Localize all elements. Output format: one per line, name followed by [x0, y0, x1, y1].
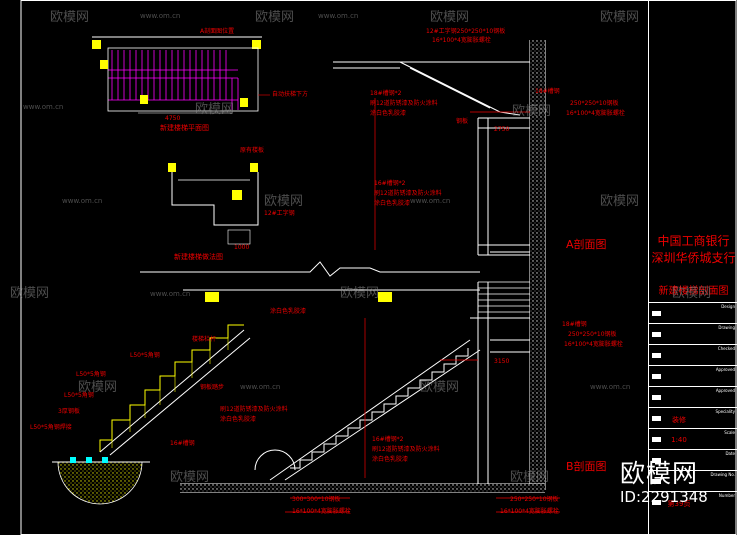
detail-note-2: 12#工字钢	[264, 210, 295, 217]
left-note-10: L50*5角钢焊接	[30, 424, 72, 431]
a-dim-1: 2750	[494, 126, 510, 133]
b-note-5: 刷12道防锈漆及防火涂料	[372, 446, 440, 453]
b-bottom-2: 16*100*4宽膨胀螺栓	[292, 508, 351, 515]
title-row-date: Date	[649, 449, 737, 470]
b-note-1: 18#槽钢	[562, 321, 587, 328]
watermark: 欧模网	[430, 10, 470, 25]
watermark: 欧模网	[340, 286, 380, 301]
section-b	[180, 281, 545, 493]
project-name-line1: 中国工商银行	[657, 234, 730, 248]
title-row-approved: Approved	[649, 365, 737, 386]
watermark: 欧模网	[78, 380, 118, 395]
watermark: 欧模网	[170, 470, 210, 485]
brand-watermark-id: ID:2291348	[620, 488, 708, 506]
brand-watermark: 欧模网 ID:2291348	[620, 459, 737, 507]
left-note-4: L50*5角钢	[64, 392, 94, 399]
title-row-drawing: Drawing	[649, 323, 737, 344]
a-right-3: 16*100*4宽膨胀螺栓	[566, 110, 625, 117]
detail-view	[168, 163, 259, 245]
drawing-frame	[20, 0, 737, 535]
b-dim: 3150	[494, 358, 510, 365]
watermark: 欧模网	[10, 286, 50, 301]
b-bottom-1: 300*300*10钢板	[292, 496, 341, 503]
left-note-3: L50*5角钢	[76, 371, 106, 378]
watermark: 欧模网	[195, 102, 235, 117]
a-note-8: 刷12道防锈漆及防火涂料	[374, 190, 442, 197]
a-right-1: 18#槽钢	[535, 88, 560, 95]
brand-watermark-name: 欧模网	[620, 459, 699, 488]
plan-note-top: A剖面图位置	[200, 28, 235, 35]
left-note-9: 3厚钢板	[58, 408, 80, 415]
watermark-url: www.om.cn	[240, 383, 281, 391]
a-note-5: 涂白色乳胶漆	[370, 110, 407, 117]
left-note-1: 楼梯栏杆	[192, 336, 217, 343]
watermark-url: www.om.cn	[23, 103, 64, 111]
left-note-5: 钢板踏步	[200, 384, 225, 391]
watermark: 欧模网	[672, 286, 712, 301]
plan-note-right: 自动扶梯下方	[272, 91, 309, 98]
plan-view	[92, 36, 270, 114]
detail-dim: 1000	[234, 244, 250, 251]
floor-hatch	[180, 484, 545, 492]
break-line	[140, 261, 480, 302]
watermark-url: www.om.cn	[410, 197, 451, 205]
watermark: 欧模网	[264, 194, 304, 209]
left-note-6: 刷12道防锈漆及防火涂料	[220, 406, 288, 413]
watermark-url: www.om.cn	[140, 12, 181, 20]
title-row-checked: Checked	[649, 344, 737, 365]
drawing-name: 新建楼梯剖面图	[658, 286, 729, 297]
watermark: 欧模网	[420, 380, 460, 395]
watermark-url: www.om.cn	[590, 383, 631, 391]
watermark: 欧模网	[512, 104, 552, 119]
title-row-design: Design	[649, 302, 737, 323]
title-row-drawing-no: Drawing No.	[649, 470, 737, 491]
title-row-approved-2: Approved	[649, 386, 737, 407]
watermark-url: www.om.cn	[150, 290, 191, 298]
plan-title: 新建楼梯平面图	[160, 124, 209, 132]
detail-note-1: 原有楼板	[240, 147, 265, 154]
dimension-lines	[285, 98, 560, 513]
section-b-title: B剖面图	[566, 460, 607, 473]
b-bottom-3: 250*250*10钢板	[510, 496, 559, 503]
left-stair	[52, 324, 251, 505]
a-right-2: 250*250*10钢板	[570, 100, 619, 107]
watermark-url: www.om.cn	[318, 12, 359, 20]
plan-dim: 4750	[165, 115, 181, 122]
b-bottom-4: 16*100*4宽膨胀螺栓	[500, 508, 559, 515]
a-note-7: 16#槽钢*2	[374, 180, 406, 187]
watermark: 欧模网	[600, 10, 640, 25]
a-note-6: 钢板	[456, 118, 469, 125]
a-note-4: 刷12道防锈漆及防火涂料	[370, 100, 438, 107]
project-name-line2: 深圳华侨城支行	[651, 251, 736, 265]
left-note-8: 16#槽钢	[170, 440, 195, 447]
title-block: 中国工商银行 深圳华侨城支行 新建楼梯剖面图 Design Drawing Ch…	[648, 0, 737, 535]
mid-note: 涂白色乳胶漆	[270, 308, 307, 315]
watermark: 欧模网	[255, 10, 295, 25]
watermark: 欧模网	[510, 470, 550, 485]
a-note-2: 16*100*4宽膨胀螺栓	[432, 37, 491, 44]
watermark: 欧模网	[600, 194, 640, 209]
section-a-title: A剖面图	[566, 238, 607, 251]
b-note-3: 16*100*4宽膨胀螺栓	[564, 341, 623, 348]
a-note-1: 12#工字钢250*250*10钢板	[426, 28, 506, 35]
b-note-6: 涂白色乳胶漆	[372, 456, 409, 463]
a-note-9: 涂白色乳胶漆	[374, 200, 411, 207]
detail-title: 新建楼梯做法图	[174, 253, 223, 261]
b-note-4: 16#槽钢*2	[372, 436, 404, 443]
left-note-2: L50*5角钢	[130, 352, 160, 359]
watermark-url: www.om.cn	[62, 197, 103, 205]
a-note-3: 18#槽钢*2	[370, 90, 402, 97]
b-note-2: 250*250*10钢板	[568, 331, 617, 338]
wall-hatch	[530, 40, 545, 490]
left-note-7: 涂白色乳胶漆	[220, 416, 257, 423]
watermark: 欧模网	[50, 10, 90, 25]
